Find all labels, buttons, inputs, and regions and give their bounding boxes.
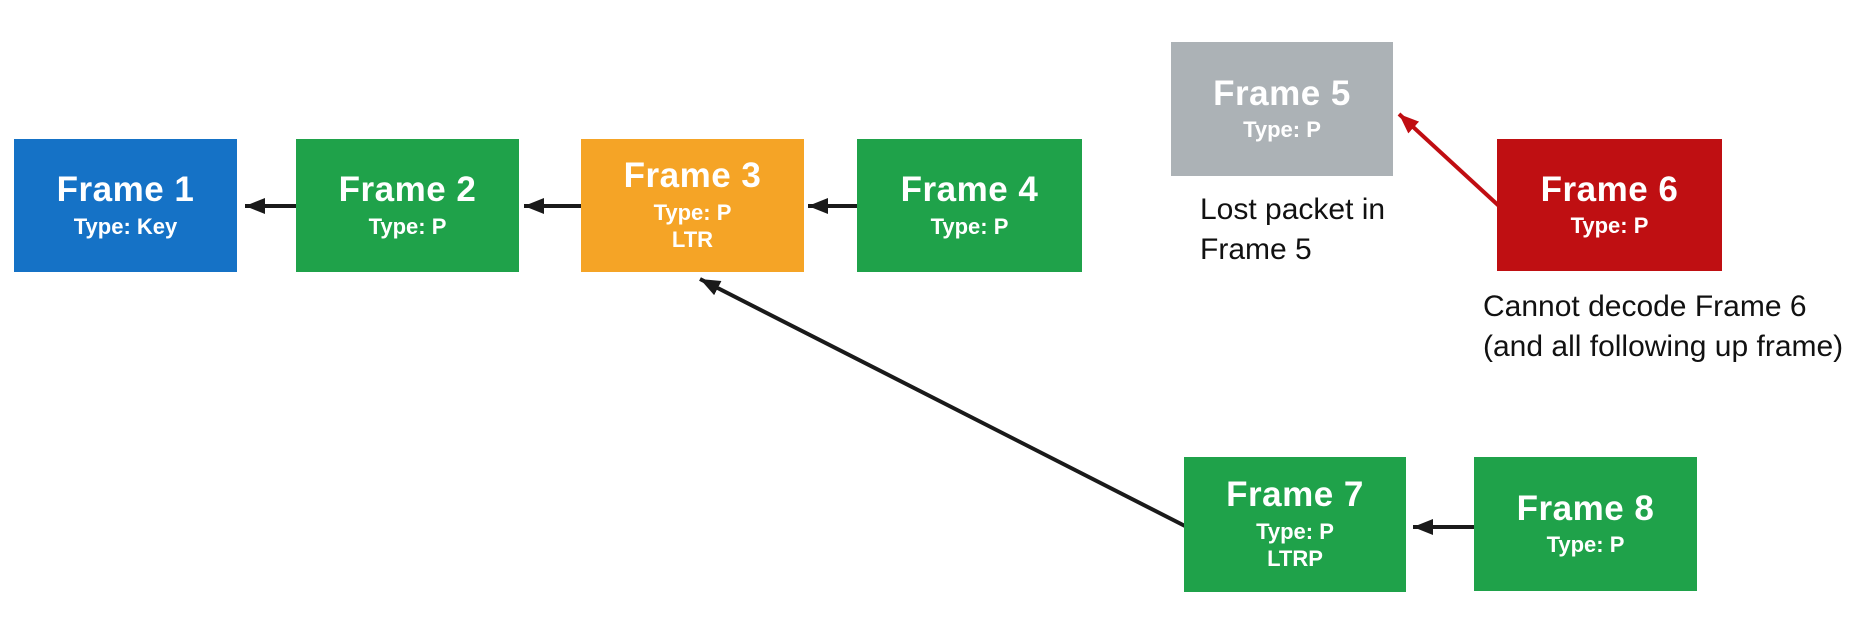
- frame-type: Type: P: [930, 213, 1009, 239]
- cannot-decode-caption: Cannot decode Frame 6 (and all following…: [1483, 287, 1843, 367]
- frame-type: Type: P: [1243, 117, 1321, 142]
- lost-packet-caption: Lost packet in Frame 5: [1200, 190, 1385, 270]
- frame-type: Type: P: [1570, 213, 1649, 238]
- frame-title: Frame 3: [623, 156, 762, 196]
- frame-title: Frame 5: [1213, 73, 1351, 113]
- frame-type: Type: P: [1546, 532, 1625, 557]
- frame-type: Type: P: [1256, 518, 1334, 544]
- frame-ltr-tag: LTR: [671, 227, 714, 253]
- frame-box-8: Frame 8 Type: P: [1474, 457, 1697, 591]
- frame-type: Type: P: [368, 213, 447, 239]
- frame-title: Frame 8: [1516, 488, 1655, 528]
- frame-type: Type: P: [653, 199, 732, 225]
- frame-box-5-lost: Frame 5 Type: P: [1171, 42, 1393, 176]
- cannot-decode-caption-line1: Cannot decode Frame 6: [1483, 290, 1807, 323]
- frame-box-1: Frame 1 Type: Key: [14, 139, 237, 272]
- frame-type: Type: Key: [73, 213, 178, 239]
- frame-title: Frame 1: [56, 170, 195, 209]
- arrow-frame7-to-frame3: [699, 277, 1186, 528]
- cannot-decode-caption-line2: (and all following up frame): [1483, 330, 1844, 363]
- frame-box-6-undecodable: Frame 6 Type: P: [1497, 139, 1722, 271]
- frame-box-7-ltrp: Frame 7 Type: P LTRP: [1184, 457, 1406, 592]
- frame-box-3: Frame 3 Type: P LTR: [581, 139, 804, 272]
- frame-title: Frame 6: [1540, 169, 1679, 209]
- frame-box-2: Frame 2 Type: P: [296, 139, 519, 272]
- frame-ltrp-tag: LTRP: [1267, 546, 1323, 572]
- frame-title: Frame 4: [900, 170, 1039, 209]
- frame-title: Frame 7: [1226, 475, 1364, 515]
- arrow-frame6-to-frame5-error: [1397, 112, 1501, 208]
- lost-packet-caption-line2: Frame 5: [1200, 233, 1312, 266]
- frame-title: Frame 2: [338, 170, 477, 209]
- frame-box-4: Frame 4 Type: P: [857, 139, 1082, 272]
- lost-packet-caption-line1: Lost packet in: [1200, 193, 1386, 226]
